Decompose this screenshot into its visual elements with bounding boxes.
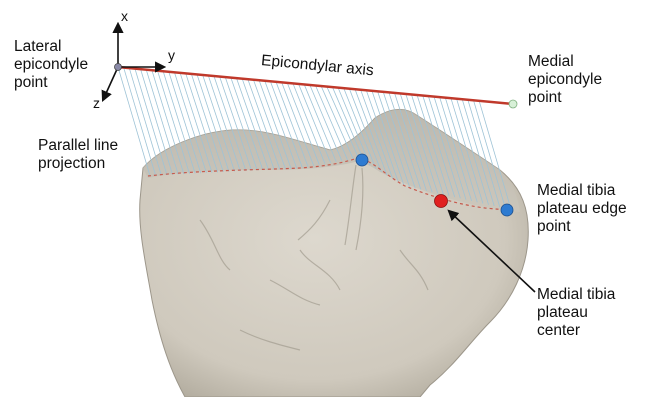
lateral-epicondyle-label-line2: epicondyle — [14, 56, 88, 74]
x-axis-label: x — [121, 8, 128, 24]
lateral-epicondyle-label-line1: Lateral — [14, 38, 88, 56]
medial-epicondyle-label-line3: point — [528, 89, 602, 107]
medial-tibia-plateau-center-label-line3: center — [537, 322, 615, 340]
medial-epicondyle-point — [509, 100, 517, 108]
z-axis-label: z — [93, 95, 100, 111]
lateral-epicondyle-label-line3: point — [14, 74, 88, 92]
medial-tibia-plateau-edge-label-line2: plateau edge — [537, 200, 627, 218]
medial-tibia-plateau-center-point — [435, 195, 448, 208]
medial-tibia-plateau-edge-label: Medial tibia plateau edge point — [537, 182, 627, 236]
medial-tibia-plateau-center-label-line1: Medial tibia — [537, 286, 615, 304]
lateral-epicondyle-point — [115, 64, 122, 71]
parallel-line-projection-label-line2: projection — [38, 155, 118, 173]
lateral-epicondyle-label: Lateral epicondyle point — [14, 38, 88, 92]
medial-tibia-plateau-edge-label-line3: point — [537, 218, 627, 236]
medial-epicondyle-label: Medial epicondyle point — [528, 53, 602, 107]
medial-epicondyle-label-line1: Medial — [528, 53, 602, 71]
medial-epicondyle-label-line2: epicondyle — [528, 71, 602, 89]
medial-tibia-plateau-edge-point — [501, 204, 513, 216]
parallel-line-projection-label: Parallel line projection — [38, 137, 118, 173]
y-axis-label: y — [168, 47, 175, 63]
plateau-edge-point-lateral — [356, 154, 368, 166]
coordinate-frame — [103, 24, 164, 100]
parallel-line-projection-label-line1: Parallel line — [38, 137, 118, 155]
medial-tibia-plateau-center-label: Medial tibia plateau center — [537, 286, 615, 340]
medial-tibia-plateau-center-label-line2: plateau — [537, 304, 615, 322]
medial-tibia-plateau-edge-label-line1: Medial tibia — [537, 182, 627, 200]
